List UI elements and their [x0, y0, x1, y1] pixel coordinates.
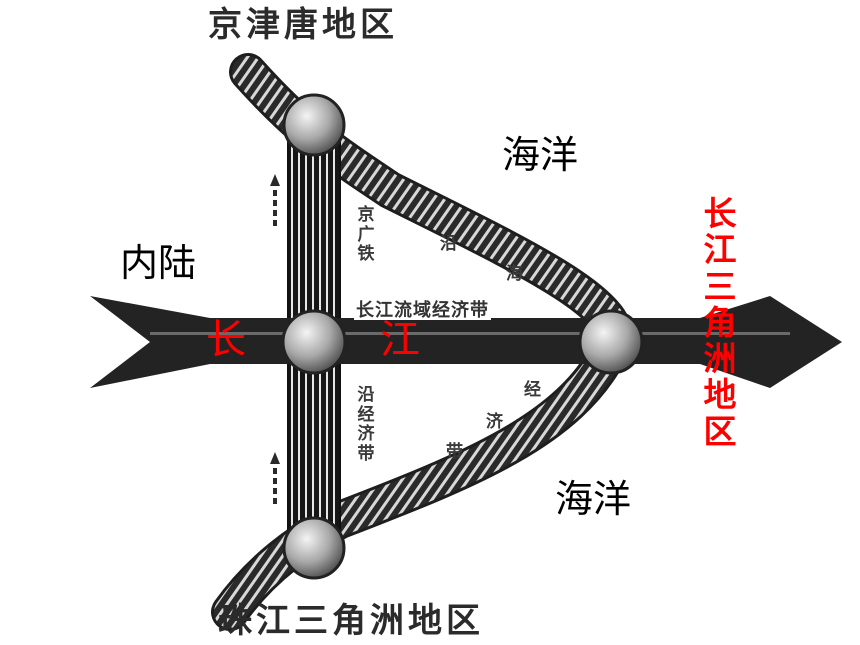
- sea-lower-label: 海洋: [555, 477, 632, 521]
- node-south: [282, 516, 346, 580]
- node-east: [578, 309, 644, 375]
- jingguang-belt-label: 沿经济带: [357, 385, 375, 464]
- yangtze-axis-arrow: [90, 296, 842, 388]
- node-north: [282, 93, 346, 157]
- east-region-label: 长江三角洲地区: [703, 194, 737, 451]
- yangtze-axis-highlight: [150, 332, 790, 335]
- southward-arrow-marks: [270, 452, 280, 504]
- node-center: [281, 309, 347, 375]
- coastal-char-2: 海: [506, 264, 523, 284]
- northward-arrow-marks: [270, 174, 280, 226]
- jingguang-rail-label: 京广铁: [357, 205, 375, 265]
- coastal-char-1: 沿: [440, 234, 457, 254]
- yangtze-belt-label: 长江流域经济带: [354, 300, 491, 321]
- sea-upper-label: 海洋: [502, 133, 579, 177]
- river-char-chang: 长: [206, 317, 246, 363]
- south-region-label: 珠江三角洲地区: [218, 601, 484, 641]
- inland-label: 内陆: [120, 241, 197, 285]
- north-region-label: 京津唐地区: [208, 5, 398, 45]
- coastal-char-4: 济: [486, 412, 503, 432]
- coastal-char-3: 经: [524, 380, 541, 400]
- river-char-jiang: 江: [380, 317, 420, 363]
- coastal-char-5: 带: [446, 442, 463, 462]
